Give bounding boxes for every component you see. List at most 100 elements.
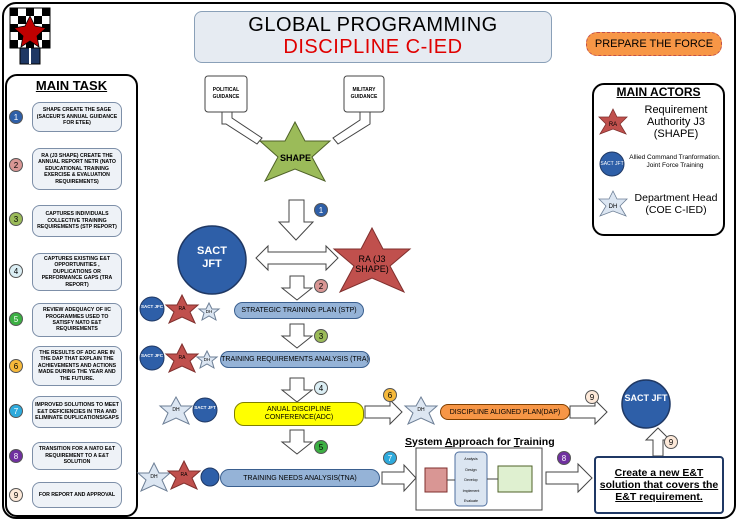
step-number-5: 5 (314, 440, 328, 454)
arrow-to-stp (280, 275, 314, 301)
task-item-1: SHAPE CREATE THE SAGE (SACEUR'S ANNUAL G… (32, 102, 122, 132)
final-solution-box: Create a new E&T solution that covers th… (594, 456, 724, 514)
shape-label: SHAPE (279, 153, 311, 163)
main-actors-panel (592, 83, 725, 236)
dap-box: DISCIPLINE ALIGNED PLAN(DAP) (440, 404, 570, 420)
stp-dh-label: DH (205, 309, 213, 314)
ra-big-label: RA (J3 SHAPE) (355, 254, 389, 274)
arrow-to-tra (280, 323, 314, 349)
stp-ra-icon (164, 293, 200, 325)
prepare-the-force-badge: PREPARE THE FORCE (586, 32, 722, 56)
task-number-7: 7 (9, 404, 23, 418)
task-number-1: 1 (9, 110, 23, 124)
sat-title: System Approach for Training (405, 436, 555, 448)
political-guidance-label: POLITICAL GUIDANCE (212, 87, 240, 100)
sat-word-ystem: ystem (412, 436, 445, 448)
tra-dh-icon (195, 349, 219, 370)
arrow-final-up (644, 427, 672, 457)
stp-dh-icon (197, 301, 221, 322)
main-actors-heading: MAIN ACTORS (616, 85, 701, 99)
task-number-5: 5 (9, 312, 23, 326)
dap-dh-icon (403, 395, 439, 426)
task-number-4: 4 (9, 264, 23, 278)
title-line-1: GLOBAL PROGRAMMING (248, 14, 498, 36)
stp-sact-label: SACT JFC (140, 304, 163, 309)
adc-sact-icon (192, 397, 218, 423)
sact-big-label: SACT JFT (197, 245, 227, 270)
ra-star-icon: RA (598, 108, 628, 135)
tra-dh-label: DH (203, 357, 211, 362)
arrow-to-adc (280, 377, 314, 403)
sat-step-develop: Develop (464, 478, 478, 482)
tna-ra-label: RA (180, 472, 188, 478)
sat-letter-s: S (405, 436, 413, 448)
sact-final-label: SACT JFT (624, 393, 668, 403)
tna-ra-icon (166, 459, 202, 491)
actor-dh-text: Department Head (COE C-IED) (634, 192, 718, 216)
tna-dh-icon (136, 461, 172, 493)
sact-circle-icon: SACT JFT (599, 151, 625, 177)
arrow-dap-to-sact (569, 398, 608, 426)
task-number-2: 2 (9, 158, 23, 172)
actor-dh-icon-label: DH (609, 204, 618, 210)
tna-box: TRAINING NEEDS ANALYSIS(TNA) (220, 469, 380, 487)
military-arrow (332, 111, 371, 145)
arrow-to-tna (280, 429, 314, 455)
tra-ra-icon (164, 342, 200, 374)
coe-logo-icon (9, 7, 51, 65)
task-number-6: 6 (9, 359, 23, 373)
tra-ra-label: RA (178, 355, 186, 361)
sat-step-implement: Implement (462, 488, 480, 493)
task-item-3: CAPTURES INDIVIDUALS COLLECTIVE TRAINING… (32, 205, 122, 237)
dap-dh-label: DH (417, 407, 425, 413)
task-item-8: TRANSITION FOR A NATO E&T REQUIREMENT TO… (32, 442, 122, 470)
stp-box: STRATEGIC TRAINING PLAN (STP) (234, 302, 364, 319)
sat-step-evaluate: Evaluate (464, 499, 478, 503)
arrow-adc-to-dh (364, 398, 403, 426)
arrow-tna-to-sat (381, 463, 417, 493)
main-task-panel (5, 74, 138, 517)
task-item-2: RA (J3 SHAPE) CREATE THE ANNUAL REPORT N… (32, 148, 122, 190)
step-number-7: 7 (383, 451, 397, 465)
actor-sact-icon-label: SACT JFT (600, 161, 623, 167)
adc-box: ANUAL DISCIPLINE CONFERENCE(ADC) (234, 402, 364, 426)
main-task-heading: MAIN TASK (35, 78, 108, 93)
ra-big-star (332, 226, 412, 294)
sact-final-circle (621, 379, 671, 429)
sat-step-design: Design (465, 467, 477, 472)
double-arrow (255, 244, 339, 272)
task-item-4: CAPTURES EXISTING E&T OPPORTUNITIES , DU… (32, 253, 122, 291)
sat-steps: Analysis Design Develop Implement Evalua… (458, 454, 484, 507)
tra-sact-label: SACT JFC (140, 353, 163, 358)
sat-step-analysis: Analysis (464, 457, 478, 461)
sat-letter-t: T (513, 436, 520, 448)
sat-letter-a: A (444, 436, 453, 448)
tra-sact-icon (139, 345, 165, 371)
arrow-sat-to-final (545, 462, 593, 494)
sat-word-pproach: pproach for (452, 436, 514, 448)
task-item-6: THE RESULTS OF ADC ARE IN THE DAP THAT E… (32, 346, 122, 386)
title-line-2: DISCIPLINE C-IED (283, 36, 463, 58)
step-number-9a: 9 (585, 390, 599, 404)
step-number-8: 8 (557, 451, 571, 465)
arrow-shape-down (277, 199, 315, 241)
tra-box: TRAINING REQUIREMENTS ANALYSIS (TRA) (220, 351, 370, 368)
political-arrow (221, 111, 263, 145)
sat-output-block (497, 465, 533, 493)
actor-ra-icon-label: RA (609, 122, 617, 128)
task-item-7: IMPROVED SOLUTIONS TO MEET E&T DEFICIENC… (32, 396, 122, 428)
step-number-6: 6 (383, 388, 397, 402)
task-item-9: FOR REPORT AND APPROVAL (32, 482, 122, 508)
task-item-5: REVIEW ADEQUACY OF I/C PROGRAMMES USED T… (32, 303, 122, 337)
sact-big-circle (177, 225, 247, 295)
dh-star-icon: DH (598, 190, 628, 217)
adc-dh-icon (158, 395, 194, 426)
step-number-4: 4 (314, 381, 328, 395)
military-guidance-label: MILITARY GUIDANCE (350, 87, 378, 100)
step-number-1: 1 (314, 203, 328, 217)
step-number-2: 2 (314, 279, 328, 293)
adc-dh-label: DH (172, 407, 180, 413)
sat-word-raining: raining (519, 436, 555, 448)
